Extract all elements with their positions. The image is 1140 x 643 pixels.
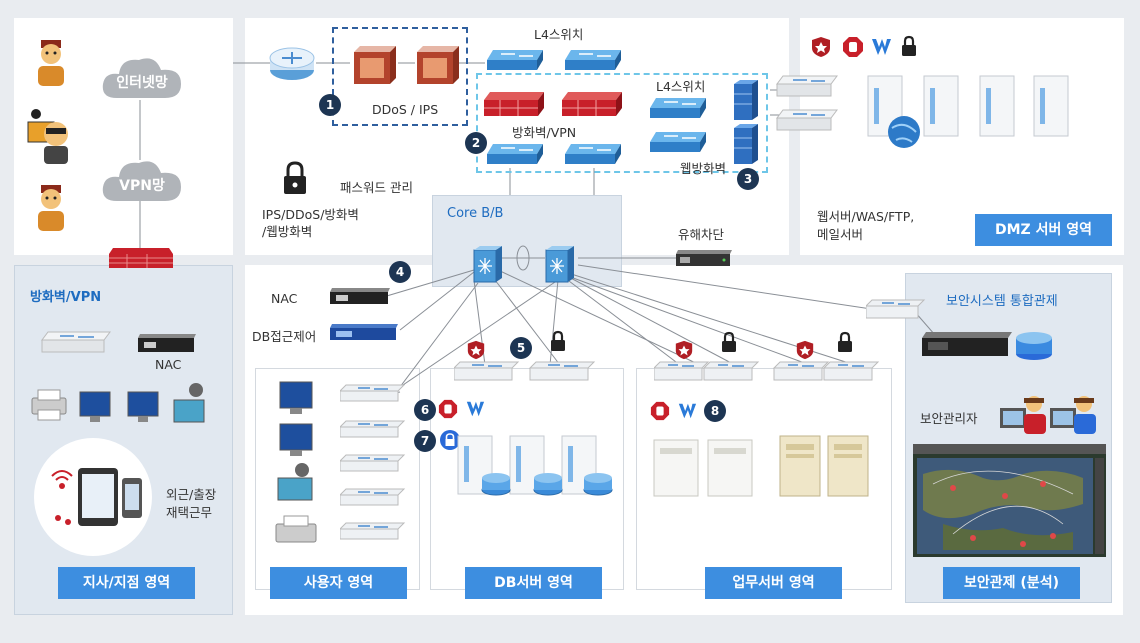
lock-icon xyxy=(902,35,916,56)
firewall-icon xyxy=(484,92,544,116)
dmz-servers-icon xyxy=(867,75,1069,148)
branch-panel xyxy=(14,265,233,615)
step-badge-4: 4 xyxy=(389,261,411,283)
l4-switch-right-label: L4스위치 xyxy=(656,79,706,94)
internet-cloud-label: 인터넷망 xyxy=(116,75,168,91)
remote-work-line2: 재택근무 xyxy=(166,505,213,520)
l4-switch-icon xyxy=(650,132,706,152)
stop-hand-icon xyxy=(650,401,670,421)
ips-shield-icon xyxy=(675,340,693,360)
ips-appliance-icon xyxy=(417,46,459,84)
step-badge-2: 2 xyxy=(465,132,487,154)
core-switch-icon xyxy=(473,246,502,283)
branch-zone-label[interactable]: 지사/지점 영역 xyxy=(58,567,195,599)
web-filter-icon xyxy=(466,401,485,417)
ips-shield-icon xyxy=(812,37,830,57)
vpn-cloud-label: VPN망 xyxy=(119,178,165,194)
db-servers-icon xyxy=(457,435,613,496)
security-map-screen xyxy=(913,444,1106,557)
biz-servers-icon xyxy=(653,435,869,497)
backbone-switch-icon xyxy=(487,144,543,164)
mobile-devices-icon xyxy=(51,468,142,526)
branch-nac-label: NAC xyxy=(155,357,182,372)
user-switches-icon xyxy=(340,384,406,540)
step-badge-3: 3 xyxy=(737,168,759,190)
l4-switch-icon xyxy=(565,50,621,70)
l4-switch-top-label: L4스위치 xyxy=(534,27,584,42)
core-backbone-area xyxy=(432,195,622,287)
monitoring-title: 보안시스템 통합관제 xyxy=(946,294,1058,309)
ddos-ips-group xyxy=(332,27,468,126)
step-badge-7: 7 xyxy=(414,430,436,452)
biz-switches-icon xyxy=(654,361,880,381)
branch-firewall-icon xyxy=(109,248,173,268)
user-person-icon xyxy=(38,185,64,231)
internet-cloud: 인터넷망 xyxy=(99,52,185,104)
branch-firewall-title: 방화벽/VPN xyxy=(30,290,102,305)
ddos-appliance-icon xyxy=(354,46,396,84)
harmful-block-appliance-icon xyxy=(676,250,732,266)
ips-shield-icon xyxy=(796,340,814,360)
web-filter-icon xyxy=(678,403,697,419)
step-badge-5: 5 xyxy=(510,337,532,359)
l4-switch-icon xyxy=(650,98,706,118)
lock-icon xyxy=(551,330,565,351)
ips-shield-icon xyxy=(467,340,485,360)
security-admin-icon xyxy=(1000,396,1096,434)
harmful-block-label: 유해차단 xyxy=(678,227,725,242)
password-mgmt-label: 패스워드 관리 xyxy=(340,180,413,195)
branch-nac-appliance-icon xyxy=(138,334,196,352)
ips-caption-line2: /웹방화벽 xyxy=(262,224,313,239)
firewall-vpn-label: 방화벽/VPN xyxy=(512,125,577,140)
firewall-icon xyxy=(562,92,622,116)
nac-label: NAC xyxy=(271,291,298,306)
dmz-switch-icon xyxy=(776,109,838,131)
stop-hand-icon xyxy=(843,37,863,57)
step-badge-1: 1 xyxy=(319,94,341,116)
nac-appliance-icon xyxy=(330,288,390,304)
db-zone-label[interactable]: DB서버 영역 xyxy=(465,567,602,599)
user-person-icon xyxy=(38,40,64,86)
dmz-caption-line1: 웹서버/WAS/FTP, xyxy=(817,209,915,224)
branch-switch-icon xyxy=(41,331,111,353)
branch-endpoints-icon xyxy=(31,383,205,423)
db-switches-icon xyxy=(454,361,596,381)
user-endpoints-icon xyxy=(275,381,317,543)
ips-caption-line1: IPS/DDoS/방화벽 xyxy=(262,207,359,222)
password-lock-icon xyxy=(284,161,306,194)
backbone-switch-icon xyxy=(565,144,621,164)
lock-icon xyxy=(722,331,736,352)
dmz-switch-icon xyxy=(776,75,838,97)
lock-icon xyxy=(838,331,852,352)
firewall-waf-group xyxy=(476,73,768,173)
monitoring-switch-icon xyxy=(866,299,926,319)
web-filter-icon xyxy=(872,39,891,55)
biz-zone-label[interactable]: 업무서버 영역 xyxy=(705,567,842,599)
step-badge-6: 6 xyxy=(414,399,436,421)
monitoring-zone-label[interactable]: 보안관제 (분석) xyxy=(943,567,1080,599)
router-icon xyxy=(269,47,315,80)
stop-hand-icon xyxy=(438,399,458,419)
core-backbone-label: Core B/B xyxy=(447,206,504,221)
user-zone-label[interactable]: 사용자 영역 xyxy=(270,567,407,599)
security-admin-label: 보안관리자 xyxy=(920,411,978,426)
web-firewall-label: 웹방화벽 xyxy=(680,161,727,176)
dmz-caption-line2: 메일서버 xyxy=(817,227,864,242)
web-firewall-icon xyxy=(734,80,758,164)
db-encryption-lock-icon xyxy=(440,430,460,450)
ddos-ips-label: DDoS / IPS xyxy=(372,102,439,117)
db-access-appliance-icon xyxy=(330,324,398,340)
step-badge-8: 8 xyxy=(704,400,726,422)
monitoring-server-icon xyxy=(922,332,1052,360)
vpn-cloud: VPN망 xyxy=(99,155,185,207)
l4-switch-icon xyxy=(487,50,543,70)
db-access-label: DB접근제어 xyxy=(252,329,317,344)
hacker-icon xyxy=(27,109,68,164)
remote-work-line1: 외근/출장 xyxy=(166,487,217,502)
dmz-zone-label[interactable]: DMZ 서버 영역 xyxy=(975,214,1112,246)
core-switch-icon xyxy=(545,246,574,283)
